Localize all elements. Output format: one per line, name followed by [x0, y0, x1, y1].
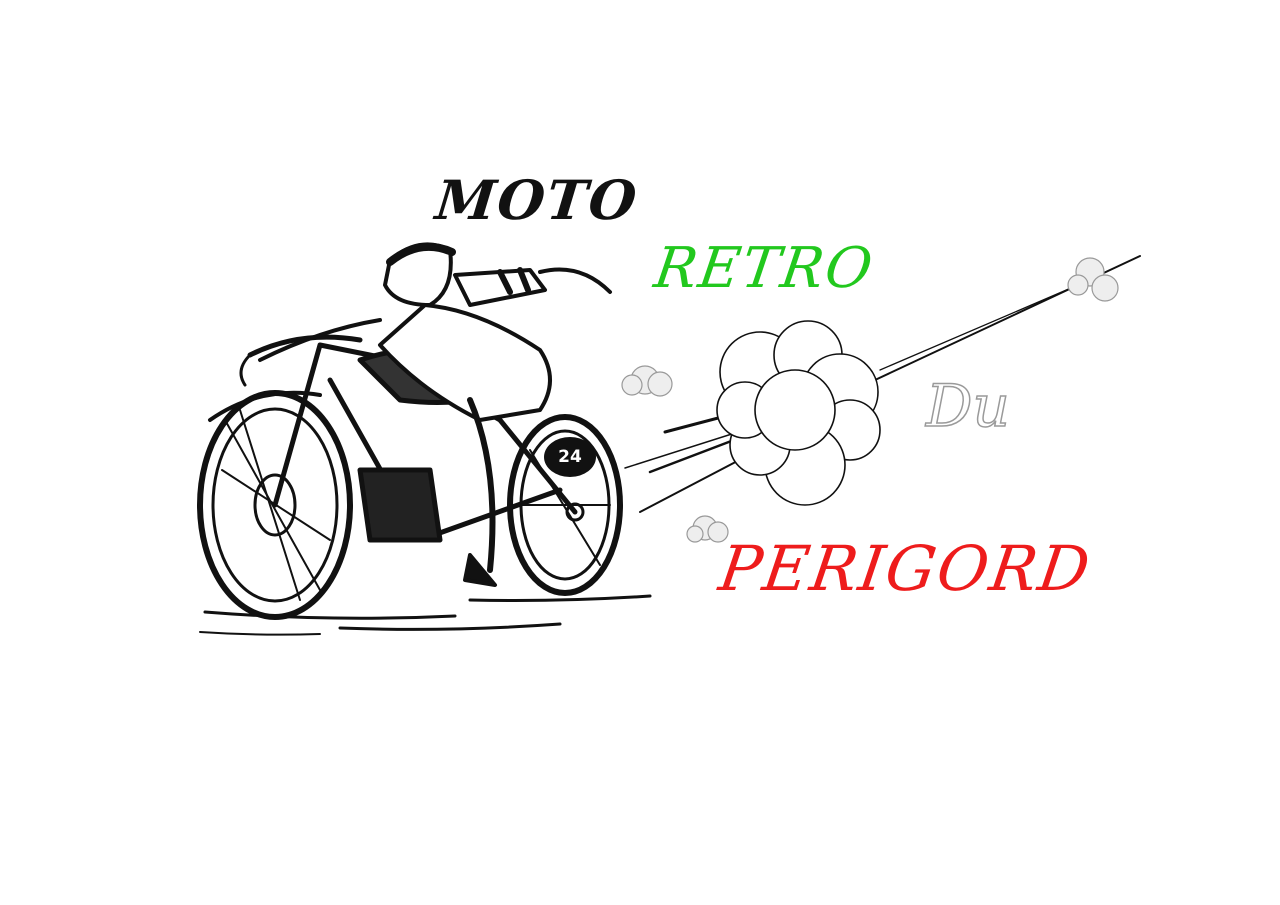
- race-number: 24: [558, 447, 582, 467]
- title-word-perigord: PERIGORD: [714, 532, 1097, 605]
- title-word-du: Du: [925, 371, 1010, 441]
- title-word-retro: RETRO: [650, 236, 879, 301]
- ground-strokes: [199, 594, 652, 636]
- smoke-cloud-icon: [716, 320, 881, 506]
- race-number-plate: [544, 437, 596, 477]
- smoke-puff-icon: [621, 257, 1119, 543]
- title-word-moto: MOTO: [432, 168, 642, 232]
- rider: [239, 242, 612, 587]
